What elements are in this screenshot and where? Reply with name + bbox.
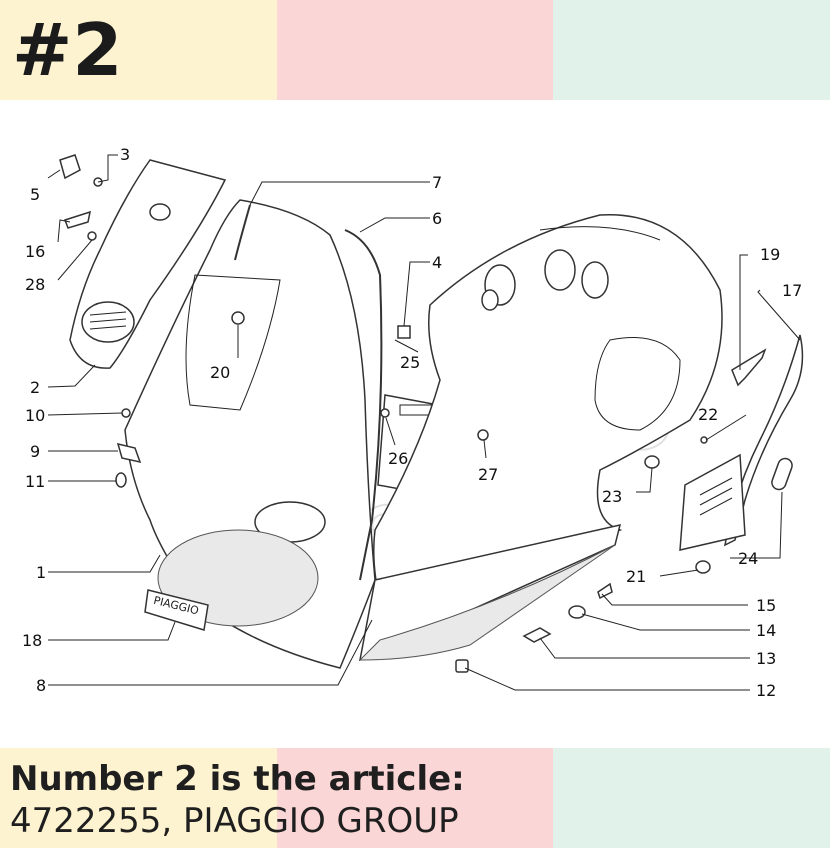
part-23-grommet: [644, 455, 660, 469]
part-2-upper-panel: [69, 159, 227, 369]
label-11: 11: [25, 472, 45, 491]
label-22: 22: [698, 405, 718, 424]
label-14: 14: [756, 621, 776, 640]
label-3: 3: [120, 145, 130, 164]
plate-slot-1: [699, 477, 733, 496]
label-4: 4: [432, 253, 442, 272]
part-21-nut: [695, 560, 711, 574]
parts-diagram: MOTOMONDO: [22, 145, 804, 700]
caption-title: Number 2 is the article:: [10, 759, 465, 799]
label-10: 10: [25, 406, 45, 425]
part-28-washer: [87, 231, 97, 241]
part-22-screw: [700, 436, 708, 444]
label-5: 5: [30, 185, 40, 204]
label-27: 27: [478, 465, 498, 484]
part-11-grommet: [115, 472, 127, 488]
part-5-clip: [59, 154, 81, 180]
part-15-clip: [597, 582, 613, 600]
leader-lines: [47, 154, 801, 691]
label-16: 16: [25, 242, 45, 261]
part-6-edge-trim: [344, 229, 383, 581]
label-12: 12: [756, 681, 776, 700]
band-cell-pink: [276, 0, 554, 100]
part-22-support-plate: [679, 453, 746, 551]
band-cell-mint: [553, 748, 830, 848]
plate-slot-3: [699, 497, 733, 516]
item-number: #2: [12, 8, 123, 92]
part-20-pin: [231, 311, 245, 325]
part-7-edge-seal: [234, 204, 251, 261]
rear-body-frame: [373, 213, 723, 621]
label-18: 18: [22, 631, 42, 650]
label-24: 24: [738, 549, 758, 568]
label-26: 26: [388, 449, 408, 468]
part-number-labels: 5 3 16 28 2 10 9 11 1 18 8 7 6 4 25 20 2…: [22, 145, 802, 700]
label-1: 1: [36, 563, 46, 582]
part-17-side-strip: [723, 334, 804, 547]
part-10-screw: [121, 408, 131, 418]
label-23: 23: [602, 487, 622, 506]
label-19: 19: [760, 245, 780, 264]
label-21: 21: [626, 567, 646, 586]
label-6: 6: [432, 209, 442, 228]
footboard-underside: [358, 544, 616, 661]
part-19-bracket: [731, 348, 767, 387]
part-27-bolt: [477, 429, 489, 441]
label-7: 7: [432, 173, 442, 192]
part-9-clip: [116, 442, 142, 464]
part-25-screw: [380, 408, 390, 418]
band-cell-pink: [276, 748, 554, 848]
caption-article: 4722255, PIAGGIO GROUP: [10, 801, 459, 841]
header-color-band: [0, 0, 830, 100]
band-cell-yellow: [0, 748, 277, 848]
part-16-fastener: [64, 210, 91, 229]
part-12-nut: [455, 659, 469, 673]
label-28: 28: [25, 275, 45, 294]
label-20: 20: [210, 363, 230, 382]
label-15: 15: [756, 596, 776, 615]
part-13-clip: [522, 627, 552, 643]
label-9: 9: [30, 442, 40, 461]
part-24-cap: [771, 457, 793, 491]
part-4-nut: [397, 325, 411, 339]
part-18-logo-badge: PIAGGIO: [144, 589, 209, 631]
label-2: 2: [30, 378, 40, 397]
label-8: 8: [36, 676, 46, 695]
label-13: 13: [756, 649, 776, 668]
band-cell-mint: [553, 0, 830, 100]
part-14-nut: [568, 605, 586, 619]
label-25: 25: [400, 353, 420, 372]
footer-color-band: [0, 748, 830, 848]
band-cell-yellow: [0, 0, 277, 100]
label-17: 17: [782, 281, 802, 300]
plate-slot-2: [699, 487, 733, 506]
